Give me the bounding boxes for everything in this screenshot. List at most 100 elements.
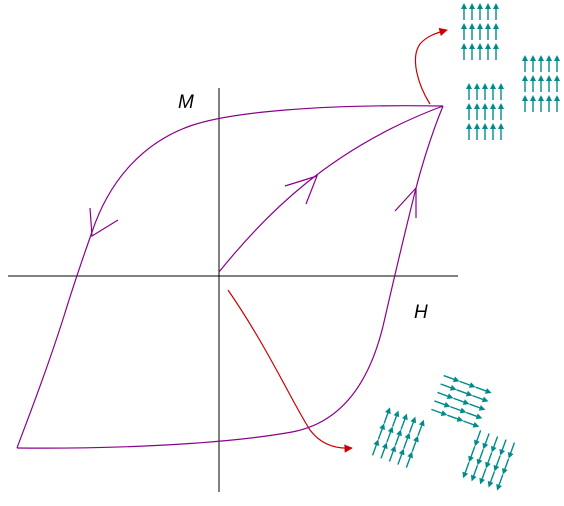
spin-arrow-icon [473, 447, 487, 468]
spin-arrow-icon [464, 409, 485, 422]
spin-arrow-icon [553, 74, 561, 93]
spin-arrow-icon [489, 122, 497, 141]
spin-arrow-icon [484, 2, 492, 21]
spin-arrow-icon [553, 94, 561, 113]
spin-arrow-icon [489, 102, 497, 121]
spin-arrow-icon [465, 444, 479, 465]
spin-arrow-icon [484, 22, 492, 41]
spin-arrow-icon [473, 102, 481, 121]
spin-arrow-icon [485, 469, 498, 490]
spin-arrow-icon [408, 433, 422, 454]
random-domain [459, 428, 518, 493]
spin-arrow-icon [492, 2, 500, 21]
spin-arrow-icon [505, 440, 518, 461]
spin-arrow-icon [383, 424, 397, 445]
spin-arrow-icon [451, 394, 472, 408]
spin-arrow-icon [553, 54, 561, 73]
spin-arrow-icon [402, 449, 416, 470]
spin-arrow-icon [529, 94, 537, 113]
spin-arrow-icon [441, 372, 462, 385]
spin-arrow-icon [454, 386, 475, 400]
h-axis-label: H [414, 302, 428, 323]
spin-domains [369, 2, 561, 493]
spin-arrow-icon [482, 450, 496, 471]
spin-arrow-icon [445, 411, 466, 425]
spin-arrow-icon [476, 22, 484, 41]
spin-arrow-icon [481, 102, 489, 121]
spin-arrow-icon [406, 414, 419, 435]
spin-arrow-icon [465, 102, 473, 121]
spin-arrow-icon [377, 440, 391, 461]
spin-arrow-icon [438, 380, 459, 394]
pointer-arrow-demagnetized [227, 289, 353, 453]
spin-arrow-icon [499, 456, 513, 477]
spin-arrow-icon [497, 102, 505, 121]
spin-arrow-icon [545, 54, 553, 73]
spin-arrow-icon [459, 460, 473, 481]
spin-arrow-icon [385, 443, 399, 464]
direction-chevron [284, 175, 319, 205]
spin-arrow-icon [369, 437, 382, 458]
spin-arrow-icon [493, 472, 507, 493]
spin-arrow-icon [432, 397, 453, 411]
spin-arrow-icon [496, 437, 510, 458]
spin-arrow-icon [435, 388, 456, 402]
spin-arrow-icon [380, 405, 394, 426]
spin-arrow-icon [468, 463, 481, 484]
spin-arrow-icon [529, 54, 537, 73]
spin-arrow-icon [497, 122, 505, 141]
spin-arrow-icon [457, 377, 478, 391]
spin-arrow-icon [473, 383, 494, 397]
random-domain [369, 405, 428, 470]
saturated-domain [460, 2, 500, 61]
spin-arrow-icon [460, 42, 468, 61]
spin-arrow-icon [497, 82, 505, 101]
pointer-arrow-saturation [414, 27, 448, 105]
spin-arrow-icon [545, 94, 553, 113]
spin-arrow-icon [467, 400, 488, 414]
spin-arrow-icon [476, 2, 484, 21]
spin-arrow-icon [537, 74, 545, 93]
spin-arrow-icon [473, 82, 481, 101]
spin-arrow-icon [521, 94, 529, 113]
spin-arrow-icon [448, 403, 469, 417]
spin-arrow-icon [465, 122, 473, 141]
spin-arrow-icon [488, 434, 502, 455]
spin-arrow-icon [391, 427, 405, 448]
spin-arrow-icon [397, 411, 411, 432]
spin-arrow-icon [479, 431, 493, 452]
spin-arrow-icon [460, 2, 468, 21]
spin-arrow-icon [489, 82, 497, 101]
spin-arrow-icon [471, 428, 485, 449]
spin-arrow-icon [468, 42, 476, 61]
spin-arrow-icon [468, 2, 476, 21]
m-axis-label: M [178, 92, 194, 113]
spin-arrow-icon [481, 82, 489, 101]
spin-arrow-icon [492, 22, 500, 41]
spin-arrow-icon [461, 417, 482, 431]
spin-arrow-icon [429, 405, 450, 419]
spin-arrow-icon [476, 466, 490, 487]
spin-arrow-icon [537, 94, 545, 113]
spin-arrow-icon [545, 74, 553, 93]
hysteresis-loop [16, 105, 444, 449]
spin-arrow-icon [481, 122, 489, 141]
spin-arrow-icon [537, 54, 545, 73]
spin-arrow-icon [414, 417, 428, 438]
spin-arrow-icon [521, 74, 529, 93]
spin-arrow-icon [473, 122, 481, 141]
spin-arrow-icon [389, 408, 402, 429]
spin-arrow-icon [529, 74, 537, 93]
spin-arrow-icon [460, 22, 468, 41]
ascending-branch [16, 105, 444, 449]
descending-branch [16, 105, 444, 449]
spin-arrow-icon [374, 421, 388, 442]
spin-arrow-icon [492, 42, 500, 61]
spin-arrow-icon [468, 22, 476, 41]
spin-arrow-icon [521, 54, 529, 73]
spin-arrow-icon [476, 42, 484, 61]
spin-arrow-icon [490, 453, 504, 474]
direction-chevron [394, 186, 417, 218]
spin-arrow-icon [484, 42, 492, 61]
